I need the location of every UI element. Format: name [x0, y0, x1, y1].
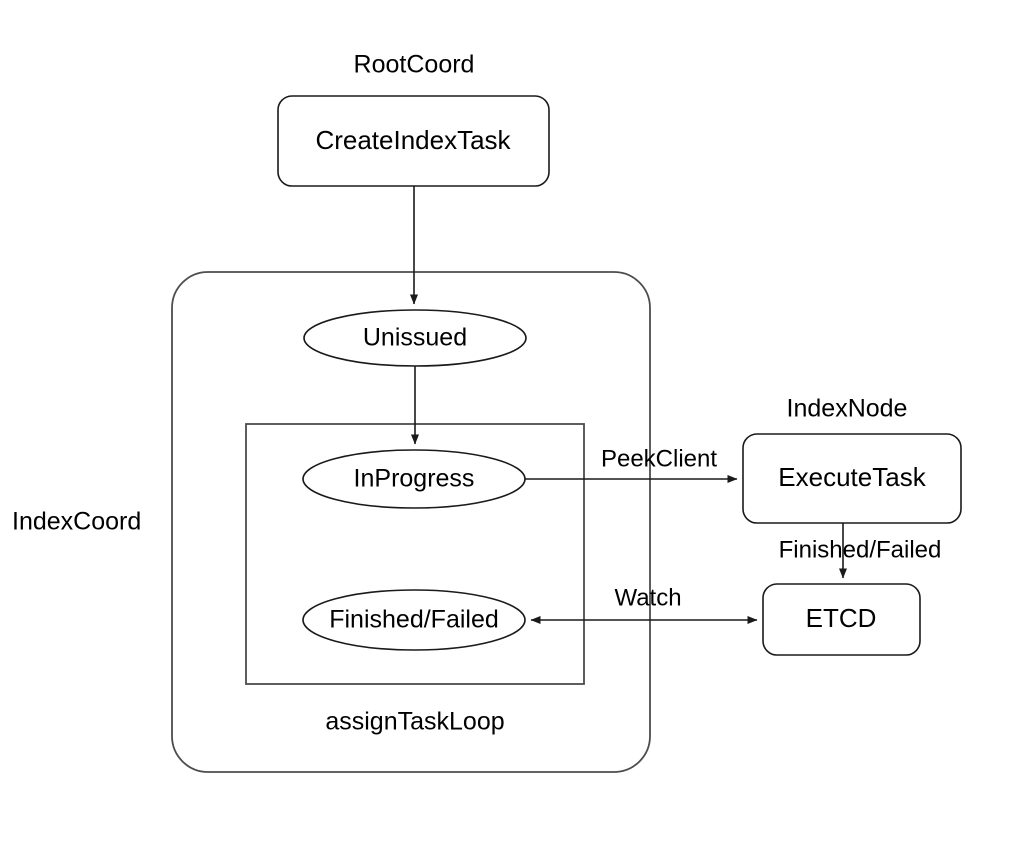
index-coord-label: IndexCoord	[12, 508, 141, 536]
in-progress-label: InProgress	[354, 465, 475, 493]
edge-etcd-to-finished-failed: Watch	[530, 584, 758, 624]
node-create-index-task[interactable]: RootCoord CreateIndexTask	[277, 51, 550, 187]
index-coord-boundary[interactable]	[171, 271, 651, 773]
node-in-progress[interactable]: InProgress	[302, 449, 526, 509]
edge-inprogress-to-executetask: PeekClient	[525, 445, 738, 483]
in-progress-ellipse[interactable]	[302, 449, 526, 509]
execute-task-box[interactable]	[742, 433, 962, 524]
execute-task-label: ExecuteTask	[778, 462, 926, 492]
unissued-ellipse[interactable]	[303, 309, 527, 367]
node-etcd[interactable]: ETCD	[762, 583, 921, 656]
create-index-task-label: CreateIndexTask	[315, 125, 511, 155]
node-unissued[interactable]: Unissued	[303, 309, 527, 367]
group-index-coord[interactable]: IndexCoord	[12, 271, 651, 773]
node-execute-task[interactable]: IndexNode ExecuteTask	[742, 395, 962, 524]
unissued-label: Unissued	[363, 324, 467, 352]
node-finished-failed-state[interactable]: Finished/Failed	[302, 589, 526, 651]
indexnode-label: IndexNode	[787, 395, 908, 423]
edge-label-peekclient: PeekClient	[601, 445, 717, 472]
edge-label-finished-failed: Finished/Failed	[779, 536, 942, 563]
create-index-task-box[interactable]	[277, 95, 550, 187]
edge-executetask-to-etcd: Finished/Failed	[779, 523, 942, 579]
edge-label-watch: Watch	[614, 584, 681, 611]
finished-failed-ellipse[interactable]	[302, 589, 526, 651]
rootcoord-label: RootCoord	[354, 51, 475, 79]
assign-task-loop-label: assignTaskLoop	[325, 708, 504, 736]
finished-failed-state-label: Finished/Failed	[329, 606, 499, 634]
etcd-box[interactable]	[762, 583, 921, 656]
etcd-label: ETCD	[806, 603, 877, 633]
